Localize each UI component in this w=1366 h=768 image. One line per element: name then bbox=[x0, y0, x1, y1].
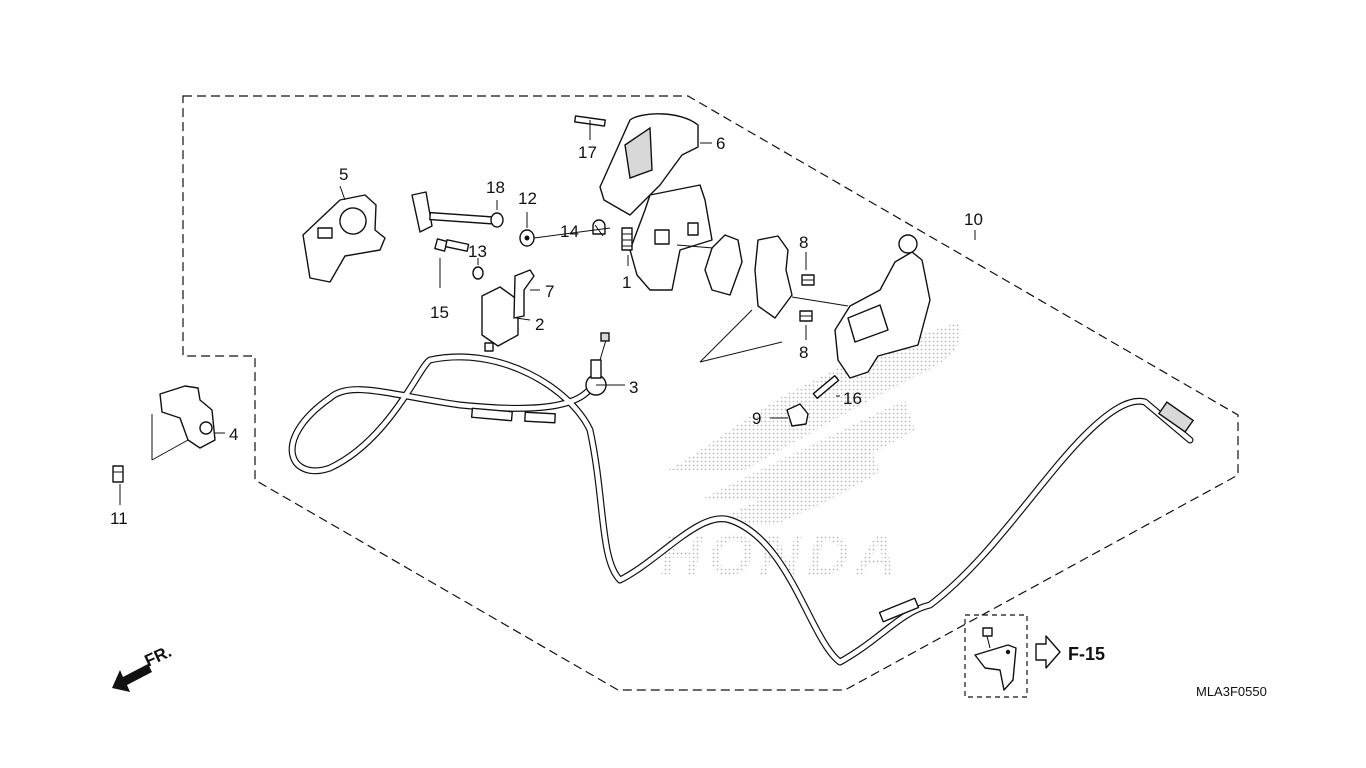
callout-9: 9 bbox=[752, 409, 761, 428]
bolt bbox=[112, 465, 124, 483]
callout-8-upper: 8 bbox=[799, 233, 808, 252]
rod bbox=[812, 375, 840, 399]
cable-bracket bbox=[159, 385, 216, 449]
spring-upper bbox=[801, 274, 815, 286]
callout-5: 5 bbox=[339, 165, 348, 184]
callout-12: 12 bbox=[518, 189, 537, 208]
callout-3: 3 bbox=[629, 378, 638, 397]
gear-set bbox=[704, 234, 793, 319]
bolt-and-washer bbox=[434, 238, 484, 280]
callout-14: 14 bbox=[560, 222, 579, 241]
callout-4: 4 bbox=[229, 425, 238, 444]
small-hardware bbox=[411, 191, 633, 251]
honda-wing-watermark: HONDA bbox=[660, 322, 961, 588]
callout-11: 11 bbox=[110, 509, 128, 528]
reference-box: F-15 bbox=[964, 614, 1105, 698]
callout-10: 10 bbox=[964, 210, 983, 229]
latch-mechanism bbox=[834, 234, 931, 379]
callout-17: 17 bbox=[578, 143, 597, 162]
clip bbox=[786, 403, 809, 427]
bracket-icon bbox=[974, 627, 1017, 691]
reference-label: F-15 bbox=[1068, 644, 1105, 664]
callout-7: 7 bbox=[545, 282, 554, 301]
callout-13: 13 bbox=[468, 242, 487, 261]
front-direction-indicator: FR. bbox=[112, 642, 175, 692]
callout-6: 6 bbox=[716, 134, 725, 153]
callout-2: 2 bbox=[535, 315, 544, 334]
lever-base bbox=[629, 184, 713, 291]
switch-unit bbox=[481, 269, 535, 352]
front-arrow-icon bbox=[112, 664, 152, 692]
reference-arrow-icon bbox=[1035, 635, 1061, 669]
cable-assembly bbox=[288, 332, 1195, 666]
assembly-boundary bbox=[182, 95, 1239, 691]
callout-15: 15 bbox=[430, 303, 449, 322]
honda-watermark-text: HONDA bbox=[660, 523, 903, 588]
lever-cover bbox=[599, 113, 699, 216]
spring-lower bbox=[799, 310, 813, 322]
callout-18: 18 bbox=[486, 178, 505, 197]
leader-lines bbox=[119, 120, 976, 505]
latch-cover bbox=[302, 194, 386, 283]
diagram-code: MLA3F0550 bbox=[1196, 684, 1267, 699]
callout-1: 1 bbox=[622, 273, 631, 292]
callout-8-lower: 8 bbox=[799, 343, 808, 362]
callout-16: 16 bbox=[843, 389, 862, 408]
